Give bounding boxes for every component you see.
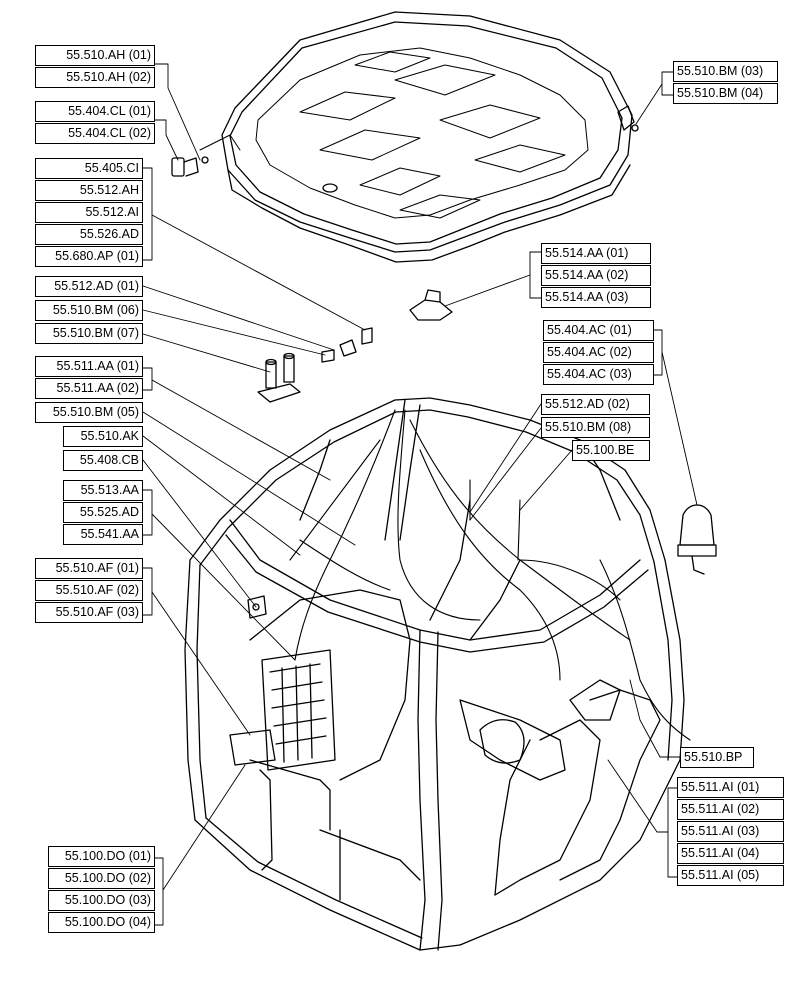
callout-g20: 55.510.BP	[680, 747, 754, 769]
part-label[interactable]: 55.511.AI (03)	[677, 821, 784, 842]
part-label[interactable]: 55.511.AI (01)	[677, 777, 784, 798]
roof-panel	[199, 11, 633, 263]
part-label[interactable]: 55.514.AA (03)	[541, 287, 651, 308]
part-label[interactable]: 55.100.DO (01)	[48, 846, 155, 867]
part-label[interactable]: 55.511.AA (01)	[35, 356, 143, 377]
part-label[interactable]: 55.510.AF (03)	[35, 602, 143, 623]
part-label[interactable]: 55.510.AF (01)	[35, 558, 143, 579]
part-label[interactable]: 55.511.AI (04)	[677, 843, 784, 864]
part-label[interactable]: 55.405.CI	[35, 158, 143, 179]
part-label[interactable]: 55.510.BM (08)	[541, 417, 650, 438]
part-label[interactable]: 55.100.DO (03)	[48, 890, 155, 911]
part-label[interactable]: 55.510.BP	[680, 747, 754, 768]
small-connectors	[321, 327, 373, 363]
part-label[interactable]: 55.680.AP (01)	[35, 246, 143, 267]
part-label[interactable]: 55.510.BM (03)	[673, 61, 778, 82]
part-label[interactable]: 55.526.AD	[35, 224, 143, 245]
part-label[interactable]: 55.510.AH (01)	[35, 45, 155, 66]
roof-edge-bracket	[171, 105, 639, 177]
control-box	[247, 595, 267, 619]
callout-g10: 55.408.CB	[63, 450, 143, 472]
part-label[interactable]: 55.510.AK	[63, 426, 143, 447]
part-label[interactable]: 55.408.CB	[63, 450, 143, 471]
callout-g11: 55.513.AA 55.525.AD 55.541.AA	[63, 480, 143, 546]
callout-g14: 55.510.BM (03) 55.510.BM (04)	[673, 61, 778, 105]
callout-g6: 55.510.BM (07)	[35, 323, 143, 345]
part-label[interactable]: 55.404.AC (01)	[543, 320, 654, 341]
part-label[interactable]: 55.512.AD (02)	[541, 394, 650, 415]
callout-g2: 55.404.CL (01) 55.404.CL (02)	[35, 101, 155, 145]
roof-mount-bracket	[409, 289, 453, 321]
part-label[interactable]: 55.512.AH	[35, 180, 143, 201]
callout-g3: 55.405.CI 55.512.AH 55.512.AI 55.526.AD …	[35, 158, 143, 268]
callout-g4: 55.512.AD (01)	[35, 276, 143, 298]
callout-g8: 55.510.BM (05)	[35, 402, 143, 424]
part-label[interactable]: 55.541.AA	[63, 524, 143, 545]
callout-g16: 55.404.AC (01) 55.404.AC (02) 55.404.AC …	[543, 320, 654, 386]
callout-g15: 55.514.AA (01) 55.514.AA (02) 55.514.AA …	[541, 243, 651, 309]
callout-g18: 55.510.BM (08)	[541, 417, 650, 439]
callout-g5: 55.510.BM (06)	[35, 300, 143, 322]
part-label[interactable]: 55.512.AD (01)	[35, 276, 143, 297]
part-label[interactable]: 55.511.AI (05)	[677, 865, 784, 886]
part-label[interactable]: 55.512.AI	[35, 202, 143, 223]
callout-g1: 55.510.AH (01) 55.510.AH (02)	[35, 45, 155, 89]
part-label[interactable]: 55.510.AH (02)	[35, 67, 155, 88]
beacon-lamp	[677, 504, 717, 575]
callout-g21: 55.511.AI (01) 55.511.AI (02) 55.511.AI …	[677, 777, 784, 887]
part-label[interactable]: 55.510.BM (04)	[673, 83, 778, 104]
part-label[interactable]: 55.100.DO (02)	[48, 868, 155, 889]
leader-lines	[142, 63, 698, 926]
callout-g17: 55.512.AD (02)	[541, 394, 650, 416]
part-label[interactable]: 55.511.AA (02)	[35, 378, 143, 399]
part-label[interactable]: 55.510.AF (02)	[35, 580, 143, 601]
part-label[interactable]: 55.510.BM (05)	[35, 402, 143, 423]
part-label[interactable]: 55.100.DO (04)	[48, 912, 155, 933]
part-label[interactable]: 55.525.AD	[63, 502, 143, 523]
callout-g7: 55.511.AA (01) 55.511.AA (02)	[35, 356, 143, 400]
part-label[interactable]: 55.513.AA	[63, 480, 143, 501]
part-label[interactable]: 55.404.CL (02)	[35, 123, 155, 144]
callout-g12: 55.510.AF (01) 55.510.AF (02) 55.510.AF …	[35, 558, 143, 624]
part-label[interactable]: 55.514.AA (02)	[541, 265, 651, 286]
callout-g9: 55.510.AK	[63, 426, 143, 448]
part-label[interactable]: 55.404.AC (02)	[543, 342, 654, 363]
callout-g13: 55.100.DO (01) 55.100.DO (02) 55.100.DO …	[48, 846, 155, 934]
switch-pair	[257, 352, 301, 403]
cab-frame	[184, 397, 685, 951]
callout-g19: 55.100.BE	[572, 440, 650, 462]
part-label[interactable]: 55.510.BM (07)	[35, 323, 143, 344]
fuse-relay-panel	[229, 649, 336, 771]
part-label[interactable]: 55.404.CL (01)	[35, 101, 155, 122]
part-label[interactable]: 55.510.BM (06)	[35, 300, 143, 321]
part-label[interactable]: 55.100.BE	[572, 440, 650, 461]
part-label[interactable]: 55.404.AC (03)	[543, 364, 654, 385]
part-label[interactable]: 55.511.AI (02)	[677, 799, 784, 820]
wiring-harness	[289, 409, 691, 741]
part-label[interactable]: 55.514.AA (01)	[541, 243, 651, 264]
